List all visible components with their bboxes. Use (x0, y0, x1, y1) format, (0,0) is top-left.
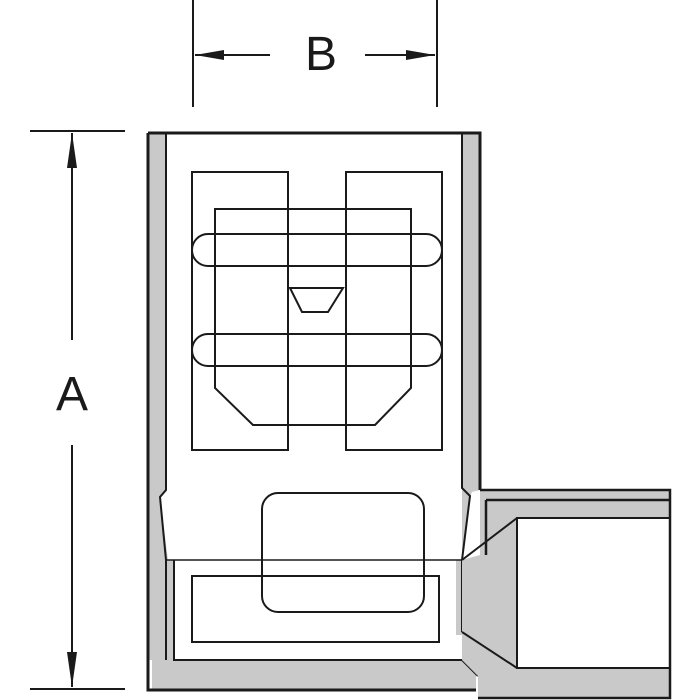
insulation-bottom-band (152, 655, 476, 690)
locking-dimple (288, 287, 345, 313)
arrowhead-a-bottom (67, 652, 77, 687)
wire-sleeve-taper-top (461, 517, 518, 561)
rib-upper (191, 233, 443, 267)
contact-clip-left (191, 171, 289, 451)
wire-opening (516, 517, 671, 669)
inner-plate (214, 208, 412, 426)
barrel-window (261, 492, 425, 613)
insulation-sleeve (146, 131, 515, 698)
insulation-left-wall (148, 133, 174, 660)
arrowhead-b-right (406, 50, 435, 60)
wire-entry-sleeve (461, 488, 672, 700)
arrowhead-a-top (67, 133, 77, 168)
arrowhead-b-left (195, 50, 224, 60)
contact-clip-right (345, 171, 443, 451)
dimension-label-a: A (56, 368, 88, 421)
dimension-a (30, 130, 125, 690)
rib-lower (191, 333, 443, 367)
dimension-b (192, 0, 438, 107)
wire-sleeve-taper-bottom (461, 631, 518, 669)
contact-clips (191, 171, 443, 451)
insulation-lower-inner (173, 560, 479, 677)
crimp-barrel (191, 492, 440, 643)
barrel-base (191, 575, 440, 643)
insulation-inner-left (158, 133, 167, 660)
insulation-outline (146, 131, 482, 692)
wire-sleeve-outline (478, 488, 672, 700)
dimension-label-b: B (305, 28, 337, 81)
